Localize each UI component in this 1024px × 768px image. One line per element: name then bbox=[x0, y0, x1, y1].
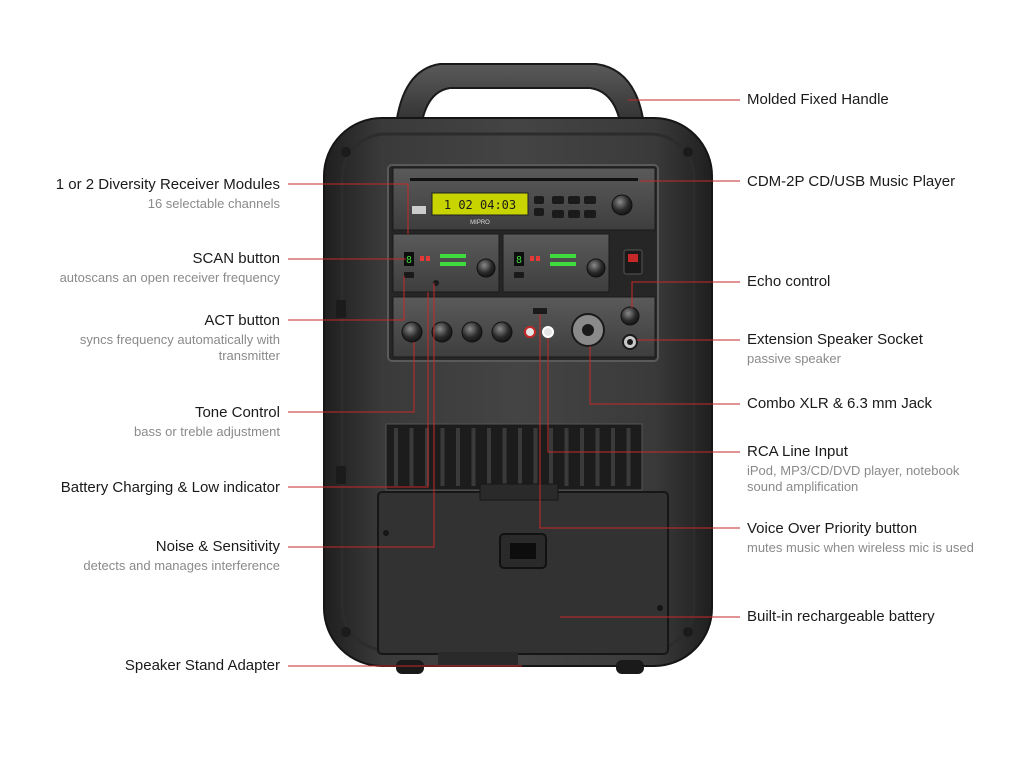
callout-cd-player: CDM-2P CD/USB Music Player bbox=[747, 173, 1007, 191]
vent-fin bbox=[471, 428, 476, 486]
callout-battery: Built-in rechargeable battery bbox=[747, 608, 1007, 626]
callout-noise-sensitivity: Noise & Sensitivity detects and manages … bbox=[0, 538, 280, 574]
callout-title: 1 or 2 Diversity Receiver Modules bbox=[55, 176, 280, 193]
callout-subtitle: detects and manages interference bbox=[83, 558, 280, 573]
callout-combo-xlr: Combo XLR & 6.3 mm Jack bbox=[747, 395, 1007, 413]
callout-title: Speaker Stand Adapter bbox=[124, 657, 280, 674]
mixer-panel bbox=[392, 296, 656, 358]
receiver-module-1: 8 bbox=[392, 233, 500, 293]
callout-voice-priority: Voice Over Priority button mutes music w… bbox=[747, 520, 1017, 556]
callout-subtitle: mutes music when wireless mic is used bbox=[747, 540, 974, 555]
leader-battery-indicator bbox=[288, 292, 429, 488]
leader-voice-priority bbox=[539, 314, 740, 529]
brand-logo: MIPRO bbox=[470, 220, 490, 226]
leader-noise-sensitivity bbox=[288, 283, 435, 548]
lcd-readout: 1 02 04:03 bbox=[444, 198, 516, 212]
voice-priority-switch bbox=[533, 308, 547, 314]
callout-title: Voice Over Priority button bbox=[747, 520, 918, 537]
tone-knob bbox=[401, 321, 423, 343]
callout-title: ACT button bbox=[204, 312, 280, 329]
callout-title: Molded Fixed Handle bbox=[747, 91, 889, 108]
callout-subtitle: syncs frequency automatically with trans… bbox=[79, 332, 280, 363]
leader-receiver-modules bbox=[288, 183, 409, 234]
vent-fin bbox=[580, 428, 584, 486]
lcd-display bbox=[431, 192, 529, 216]
callout-title: SCAN button bbox=[192, 250, 280, 267]
echo-knob bbox=[620, 306, 640, 326]
cd-volume-knob bbox=[611, 194, 633, 216]
callout-scan-button: SCAN button autoscans an open receiver f… bbox=[0, 250, 280, 286]
callout-handle: Molded Fixed Handle bbox=[747, 91, 1007, 109]
callout-stand-adapter: Speaker Stand Adapter bbox=[0, 657, 280, 675]
leader-act-button bbox=[288, 276, 405, 321]
line-volume-knob bbox=[461, 321, 483, 343]
vent-fin bbox=[533, 428, 538, 486]
vent-fin bbox=[425, 428, 429, 486]
vent-fin bbox=[549, 428, 553, 486]
leader-tone-control bbox=[288, 342, 415, 413]
callout-echo-control: Echo control bbox=[747, 273, 1007, 291]
leader-combo-xlr bbox=[589, 346, 740, 405]
callout-title: Combo XLR & 6.3 mm Jack bbox=[747, 395, 933, 412]
vent-fin bbox=[564, 428, 569, 486]
callout-subtitle: passive speaker bbox=[747, 351, 841, 366]
vent-fin bbox=[626, 428, 631, 486]
vent-fin bbox=[518, 428, 522, 486]
callout-receiver-modules: 1 or 2 Diversity Receiver Modules 16 sel… bbox=[0, 176, 280, 212]
stand-adapter bbox=[438, 652, 518, 666]
svg-text:8: 8 bbox=[406, 255, 412, 266]
callout-title: Tone Control bbox=[194, 404, 280, 421]
callout-battery-indicator: Battery Charging & Low indicator bbox=[0, 479, 280, 497]
callout-title: Echo control bbox=[747, 273, 831, 290]
vent-fins bbox=[394, 428, 631, 486]
master-volume-knob bbox=[431, 321, 453, 343]
battery-cover bbox=[377, 491, 669, 655]
callout-title: CDM-2P CD/USB Music Player bbox=[747, 173, 956, 190]
vent-fin bbox=[409, 428, 414, 486]
callout-title: RCA Line Input bbox=[747, 443, 848, 460]
receiver-module-2: 8 bbox=[502, 233, 610, 293]
vent-fin bbox=[611, 428, 615, 486]
callout-subtitle: autoscans an open receiver frequency bbox=[59, 270, 280, 285]
vent-fin bbox=[456, 428, 460, 486]
rca-input-right bbox=[542, 326, 554, 338]
leader-echo-control bbox=[631, 281, 740, 308]
callout-title: Battery Charging & Low indicator bbox=[60, 479, 280, 496]
callout-subtitle: iPod, MP3/CD/DVD player, notebook sound … bbox=[747, 463, 960, 494]
callout-title: Extension Speaker Socket bbox=[747, 331, 923, 348]
vent-fin bbox=[595, 428, 600, 486]
svg-text:8: 8 bbox=[516, 255, 522, 266]
vent-fin bbox=[502, 428, 507, 486]
callout-tone-control: Tone Control bass or treble adjustment bbox=[0, 404, 280, 440]
callout-rca-input: RCA Line Input iPod, MP3/CD/DVD player, … bbox=[747, 443, 987, 494]
vent-grille bbox=[385, 423, 643, 491]
leader-rca-input bbox=[547, 338, 740, 453]
callout-subtitle: bass or treble adjustment bbox=[134, 424, 280, 439]
vent-fin bbox=[487, 428, 491, 486]
callout-title: Built-in rechargeable battery bbox=[747, 608, 935, 625]
mic-volume-knob bbox=[491, 321, 513, 343]
callout-title: Noise & Sensitivity bbox=[155, 538, 280, 555]
vent-fin bbox=[394, 428, 398, 486]
vent-fin bbox=[440, 428, 445, 486]
leader-lines bbox=[288, 99, 740, 667]
callout-ext-speaker: Extension Speaker Socket passive speaker bbox=[747, 331, 1007, 367]
rca-input-left bbox=[524, 326, 536, 338]
callout-subtitle: 16 selectable channels bbox=[147, 196, 280, 211]
callout-act-button: ACT button syncs frequency automatically… bbox=[0, 312, 280, 363]
